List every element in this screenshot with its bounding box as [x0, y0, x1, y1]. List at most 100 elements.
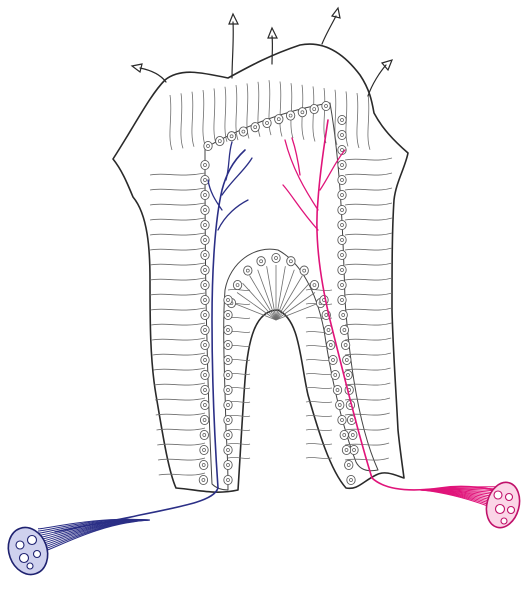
- tubule-line: [345, 293, 392, 295]
- tubule-line: [345, 353, 391, 355]
- tubule-line: [150, 263, 205, 265]
- odontoblast-cell-icon: [263, 118, 271, 127]
- odontoblast-cell-icon: [224, 445, 232, 454]
- tubule-line: [150, 278, 205, 280]
- tubule-line: [154, 368, 206, 370]
- odontoblast-cell-icon: [310, 104, 318, 113]
- tubule-line: [345, 158, 392, 160]
- odontoblast-cell-icon: [300, 266, 308, 275]
- tubule-line: [306, 289, 332, 290]
- tubule-line: [150, 293, 205, 295]
- odontoblast-cell-icon: [244, 266, 252, 275]
- odontoblast-cell-icon: [224, 310, 232, 319]
- tubule-line: [357, 93, 359, 148]
- odontoblast-cell-icon: [341, 340, 349, 349]
- bundle-fascicle: [27, 563, 33, 569]
- odontoblast-cell-icon: [201, 265, 209, 274]
- odontoblast-cell-icon: [331, 370, 339, 379]
- odontoblast-cell-icon: [201, 400, 209, 409]
- tubule-line: [345, 248, 392, 250]
- odontoblast-cell-icon: [200, 415, 208, 424]
- tubule-line: [214, 88, 216, 143]
- tubule-line: [228, 443, 250, 444]
- odontoblast-cell-icon: [257, 257, 265, 266]
- bundle-fascicle: [16, 541, 24, 549]
- odontoblast-cell-icon: [224, 475, 232, 484]
- odontoblast-cell-icon: [216, 136, 224, 145]
- odontoblast-cell-icon: [224, 385, 232, 394]
- odontoblast-cell-icon: [336, 400, 344, 409]
- tubule-line: [150, 233, 205, 235]
- tubule-line: [306, 443, 332, 444]
- bundle-fascicle: [506, 494, 513, 501]
- odontoblast-cell-icon: [345, 460, 353, 469]
- bundle-fascicle: [20, 554, 29, 563]
- fan-line: [276, 293, 315, 321]
- odontoblast-cell-icon: [239, 127, 247, 136]
- odontoblast-cell-icon: [333, 385, 341, 394]
- odontoblast-cell-icon: [224, 325, 232, 334]
- odontoblast-cell-icon: [338, 220, 346, 229]
- odontoblast-cell-icon: [339, 310, 347, 319]
- odontoblast-cell-icon: [347, 475, 355, 484]
- tubule-line: [150, 248, 205, 250]
- tubule-line: [345, 188, 392, 190]
- odontoblast-cell-icon: [224, 415, 232, 424]
- odontoblast-cell-icon: [201, 340, 209, 349]
- tubule-line: [345, 413, 390, 415]
- tubule-line: [181, 93, 183, 148]
- odontoblast-cell-icon: [224, 340, 232, 349]
- odontoblast-cell-icon: [338, 295, 346, 304]
- odontoblast-cell-icon: [343, 355, 351, 364]
- odontoblast-cell-icon: [338, 115, 346, 124]
- odontoblast-cell-icon: [338, 250, 346, 259]
- odontoblast-cell-icon: [338, 415, 346, 424]
- tubule-line: [228, 429, 250, 430]
- tubule-line: [306, 415, 332, 416]
- odontoblast-cell-icon: [340, 430, 348, 439]
- tubule-line: [280, 82, 282, 137]
- arrow-up-icon: [132, 64, 166, 82]
- odontoblast-cell-icon: [201, 370, 209, 379]
- odontoblast-cell-icon: [224, 400, 232, 409]
- odontoblast-cell-icon: [201, 385, 209, 394]
- tubule-line: [150, 203, 205, 205]
- arrow-up-icon: [268, 28, 277, 64]
- odontoblast-cell-icon: [224, 370, 232, 379]
- odontoblast-cell-icon: [327, 340, 335, 349]
- odontoblast-cell-icon: [287, 257, 295, 266]
- tubule-line: [345, 383, 390, 385]
- tubule-line: [170, 95, 172, 150]
- tubule-line: [228, 457, 250, 458]
- odontoblast-cell-icon: [338, 265, 346, 274]
- dentinal-tubules: [150, 80, 392, 475]
- tubule-line: [225, 87, 227, 142]
- bundle-fascicle: [34, 551, 41, 558]
- tubule-line: [152, 338, 205, 340]
- odontoblast-cell-icon: [200, 445, 208, 454]
- odontoblast-cell-icon: [272, 253, 280, 262]
- tubule-line: [154, 383, 205, 385]
- odontoblast-cell-icon: [310, 280, 318, 289]
- tubule-line: [345, 428, 389, 430]
- blue-vessel: [2, 142, 252, 580]
- tubule-line: [159, 473, 205, 475]
- tubule-line: [158, 458, 205, 460]
- odontoblast-cell-icon: [251, 123, 259, 132]
- odontoblast-cell-icon: [338, 130, 346, 139]
- tubule-line: [335, 90, 337, 145]
- odontoblast-cell-icon: [200, 460, 208, 469]
- odontoblast-cell-icon: [329, 355, 337, 364]
- tubule-line: [153, 353, 205, 355]
- tubule-line: [155, 398, 205, 400]
- odontoblast-cell-icon: [338, 190, 346, 199]
- odontoblast-cell-icon: [338, 175, 346, 184]
- odontoblast-cell-icon: [224, 355, 232, 364]
- arrows-group: [132, 8, 392, 96]
- tubule-line: [345, 203, 392, 205]
- tubule-line: [151, 323, 205, 325]
- odontoblast-cell-icon: [201, 250, 209, 259]
- odontoblast-cell-icon: [322, 101, 330, 110]
